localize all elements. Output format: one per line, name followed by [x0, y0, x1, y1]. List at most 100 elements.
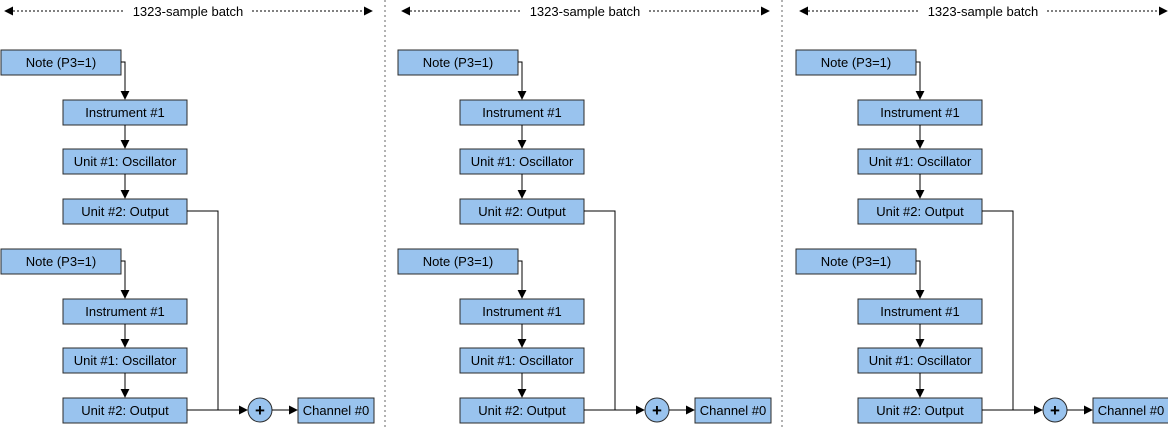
batch-span: 1323-sample batch	[401, 4, 770, 19]
note-to-instrument-arrow	[120, 61, 130, 100]
instrument-box: Instrument #1	[857, 99, 983, 126]
output-box-label: Unit #2: Output	[478, 204, 566, 219]
oscillator-box-rect	[459, 148, 585, 175]
voice-2: Note (P3=1) Instrument #1 Unit #1: Oscilla…	[795, 248, 983, 424]
oscillator-box: Unit #1: Oscillator	[857, 148, 983, 175]
instrument-box-rect	[857, 298, 983, 325]
output-box: Unit #2: Output	[857, 397, 983, 424]
oscillator-box: Unit #1: Oscillator	[857, 347, 983, 374]
oscillator-box-rect	[62, 347, 188, 374]
voice1-output-line	[187, 210, 219, 410]
note-box: Note (P3=1)	[0, 49, 122, 76]
plus-icon: +	[255, 401, 265, 420]
batch-label: 1323-sample batch	[928, 4, 1039, 19]
channel-box: Channel #0	[1092, 397, 1168, 424]
instrument-box: Instrument #1	[857, 298, 983, 325]
oscillator-box-label: Unit #1: Oscillator	[471, 353, 574, 368]
voice-1: Note (P3=1) Instrument #1 Unit #1: Oscilla…	[0, 49, 188, 225]
instrument-box: Instrument #1	[62, 99, 188, 126]
output-box: Unit #2: Output	[459, 198, 585, 225]
instrument-box-rect	[459, 298, 585, 325]
note-box-label: Note (P3=1)	[26, 55, 96, 70]
instrument-box-label: Instrument #1	[85, 105, 165, 120]
mixer-adder: +	[247, 397, 273, 423]
channel-box-label: Channel #0	[700, 403, 767, 418]
batch-label: 1323-sample batch	[530, 4, 641, 19]
note-to-instrument-arrow	[517, 260, 527, 299]
output-box-rect	[857, 198, 983, 225]
note-to-instrument-arrow	[120, 260, 130, 299]
note-box: Note (P3=1)	[0, 248, 122, 275]
output-box-rect	[459, 397, 585, 424]
note-to-instrument-arrow	[915, 260, 925, 299]
plus-icon: +	[652, 401, 662, 420]
note-box-label: Note (P3=1)	[821, 55, 891, 70]
mixer-adder: +	[644, 397, 670, 423]
oscillator-box-label: Unit #1: Oscillator	[471, 154, 574, 169]
oscillator-box-label: Unit #1: Oscillator	[74, 353, 177, 368]
oscillator-box: Unit #1: Oscillator	[62, 347, 188, 374]
output-box-label: Unit #2: Output	[81, 403, 169, 418]
voice-2: Note (P3=1) Instrument #1 Unit #1: Oscilla…	[0, 248, 188, 424]
note-box: Note (P3=1)	[397, 248, 519, 275]
oscillator-box: Unit #1: Oscillator	[459, 347, 585, 374]
channel-box: Channel #0	[694, 397, 772, 424]
instrument-box-label: Instrument #1	[880, 105, 960, 120]
note-box-rect	[0, 248, 122, 275]
note-to-instrument-arrow	[517, 61, 527, 100]
instrument-box-label: Instrument #1	[880, 304, 960, 319]
oscillator-box-label: Unit #1: Oscillator	[869, 154, 972, 169]
output-box: Unit #2: Output	[62, 397, 188, 424]
voice-1: Note (P3=1) Instrument #1 Unit #1: Oscilla…	[795, 49, 983, 225]
oscillator-box-rect	[857, 148, 983, 175]
note-box: Note (P3=1)	[795, 49, 917, 76]
batch-label: 1323-sample batch	[133, 4, 244, 19]
note-to-instrument-arrow	[915, 61, 925, 100]
instrument-box-label: Instrument #1	[482, 304, 562, 319]
oscillator-box-label: Unit #1: Oscillator	[74, 154, 177, 169]
instrument-box: Instrument #1	[459, 298, 585, 325]
plus-icon: +	[1050, 401, 1060, 420]
output-box-label: Unit #2: Output	[81, 204, 169, 219]
instrument-box-label: Instrument #1	[482, 105, 562, 120]
note-box-label: Note (P3=1)	[26, 254, 96, 269]
voice1-output-line	[982, 210, 1014, 410]
output-box: Unit #2: Output	[459, 397, 585, 424]
channel-box-rect	[694, 397, 772, 424]
oscillator-box-rect	[459, 347, 585, 374]
instrument-box-rect	[62, 99, 188, 126]
note-box-rect	[795, 49, 917, 76]
output-box-rect	[857, 397, 983, 424]
output-box-rect	[62, 397, 188, 424]
note-box-label: Note (P3=1)	[423, 55, 493, 70]
mixer-adder: +	[1042, 397, 1068, 423]
oscillator-box: Unit #1: Oscillator	[459, 148, 585, 175]
note-box-rect	[397, 49, 519, 76]
voice-1: Note (P3=1) Instrument #1 Unit #1: Oscilla…	[397, 49, 585, 225]
output-box-label: Unit #2: Output	[876, 403, 964, 418]
note-box: Note (P3=1)	[795, 248, 917, 275]
output-box-label: Unit #2: Output	[478, 403, 566, 418]
channel-box-label: Channel #0	[1098, 403, 1165, 418]
note-box-label: Note (P3=1)	[821, 254, 891, 269]
batch-span: 1323-sample batch	[799, 4, 1168, 19]
output-box-rect	[459, 198, 585, 225]
output-box-label: Unit #2: Output	[876, 204, 964, 219]
channel-box: Channel #0	[297, 397, 375, 424]
channel-box-rect	[1092, 397, 1168, 424]
note-box-rect	[397, 248, 519, 275]
instrument-box-label: Instrument #1	[85, 304, 165, 319]
batch-span: 1323-sample batch	[4, 4, 373, 19]
channel-box-rect	[297, 397, 375, 424]
oscillator-box-label: Unit #1: Oscillator	[869, 353, 972, 368]
output-box: Unit #2: Output	[62, 198, 188, 225]
voice-2: Note (P3=1) Instrument #1 Unit #1: Oscilla…	[397, 248, 585, 424]
instrument-box-rect	[459, 99, 585, 126]
note-box-label: Note (P3=1)	[423, 254, 493, 269]
instrument-box: Instrument #1	[459, 99, 585, 126]
output-box: Unit #2: Output	[857, 198, 983, 225]
instrument-box: Instrument #1	[62, 298, 188, 325]
